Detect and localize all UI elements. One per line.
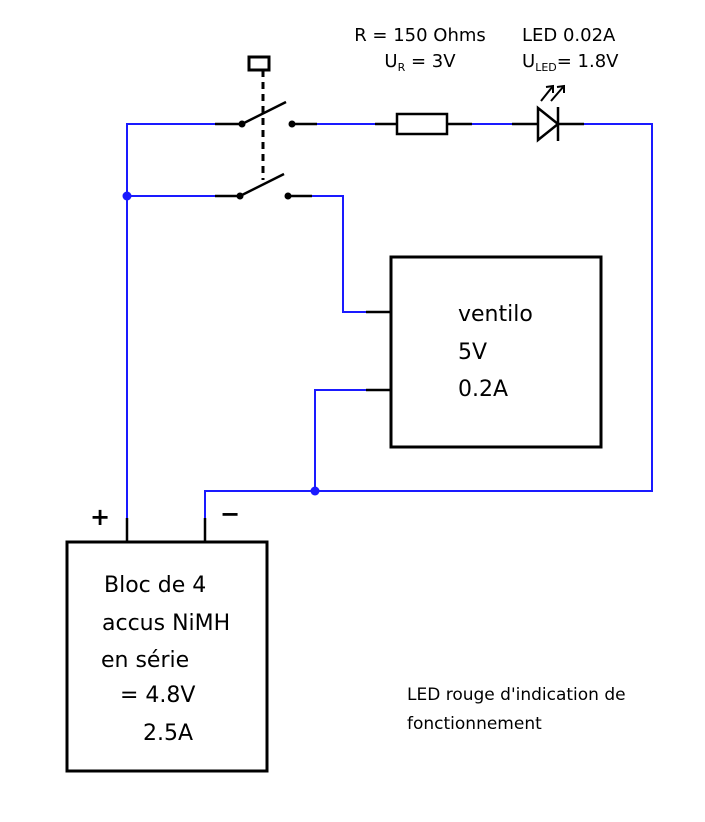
junction-dot xyxy=(122,191,132,201)
battery-current-label: 2.5A xyxy=(143,721,193,746)
light-arrowhead xyxy=(556,84,565,93)
wires xyxy=(126,123,653,518)
switch-contact xyxy=(288,120,296,128)
switch-contact xyxy=(236,192,244,200)
voltage-symbol: U xyxy=(522,51,535,72)
voltage-value: = 1.8V xyxy=(557,51,619,72)
led-voltage-label: ULED= 1.8V xyxy=(522,51,619,74)
fan-current-label: 0.2A xyxy=(458,377,508,402)
led xyxy=(512,84,584,143)
fan-voltage-label: 5V xyxy=(458,340,487,365)
fan-outline xyxy=(389,255,603,449)
double-switch xyxy=(215,55,317,200)
battery-label-line2: accus NiMH xyxy=(102,611,230,636)
resistor-body xyxy=(395,112,449,136)
battery-outline xyxy=(65,540,269,773)
voltage-subscript: LED xyxy=(535,61,557,74)
negative-terminal-label: − xyxy=(220,500,240,528)
led-current-label: LED 0.02A xyxy=(522,25,616,46)
switch-blade-upper xyxy=(241,100,287,126)
light-arrowhead xyxy=(545,84,554,93)
led-note-line1: LED rouge d'indication de xyxy=(407,685,626,705)
wire-fan-to-ground xyxy=(314,389,366,491)
switch-blade-lower xyxy=(239,172,285,198)
voltage-value: = 3V xyxy=(405,51,456,72)
switch-contact xyxy=(238,120,246,128)
led-anode-triangle xyxy=(536,105,561,143)
voltage-subscript: R xyxy=(398,61,406,74)
resistor-voltage-label: UR = 3V xyxy=(384,51,456,74)
fan-name-label: ventilo xyxy=(458,302,533,327)
battery-label-line3: en série xyxy=(101,648,189,673)
resistor-value-label: R = 150 Ohms xyxy=(354,25,486,46)
battery-voltage-label: = 4.8V xyxy=(120,683,195,708)
voltage-symbol: U xyxy=(384,51,397,72)
light-arrow xyxy=(550,85,565,102)
switch-actuator xyxy=(247,55,271,72)
fan-box xyxy=(366,255,603,449)
battery-label-line1: Bloc de 4 xyxy=(104,573,206,598)
wire-positive-rail xyxy=(126,123,215,518)
positive-terminal-label: + xyxy=(90,503,110,531)
junction-dot xyxy=(310,486,320,496)
wire-led-to-ground xyxy=(204,123,653,518)
resistor xyxy=(375,112,472,136)
light-arrow xyxy=(540,85,554,102)
switch-contact xyxy=(284,192,292,200)
battery-box xyxy=(65,518,269,773)
led-note-line2: fonctionnement xyxy=(407,714,542,734)
wire-switch-to-fan xyxy=(312,195,366,313)
